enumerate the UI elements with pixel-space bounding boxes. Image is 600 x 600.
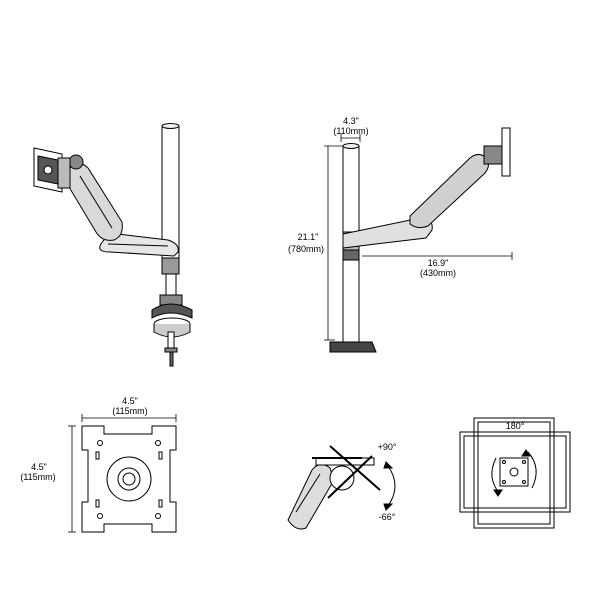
vesa-height-mm-label: (115mm) [20,472,56,482]
tilt-joint [329,465,355,491]
tilt-down-label: -66° [378,512,396,522]
pole-collar [161,257,180,275]
tilt-detail [287,445,396,530]
vesa-height-label: 4.5" [31,462,47,472]
top-width-mm-label: (110mm) [333,126,369,136]
rotation-detail [459,417,571,529]
portrait-outline [473,417,555,529]
tilt-arm [287,464,335,530]
tilt-up-label: +90° [377,442,397,452]
vesa-head [33,147,71,193]
side-view [324,127,513,353]
vesa-plate-drawing [68,414,177,533]
dimension-lines [324,134,513,341]
desk-clamp [151,294,193,367]
reach-mm-label: (430mm) [419,268,456,278]
top-width-label: 4.3" [343,116,359,126]
landscape-outline [459,431,571,513]
vesa-width-label: 4.5" [122,396,138,406]
height-label: 21.1" [297,232,319,242]
reach-label: 16.9" [427,258,449,268]
side-monitor-plate [501,127,511,177]
perspective-view [33,123,193,367]
upper-arm [65,162,123,241]
rotation-angle-label: 180° [505,421,525,431]
vesa-width-mm-label: (115mm) [112,406,148,416]
side-upper-arm [409,154,489,229]
side-base [329,341,377,353]
height-mm-label: (780mm) [287,244,324,254]
